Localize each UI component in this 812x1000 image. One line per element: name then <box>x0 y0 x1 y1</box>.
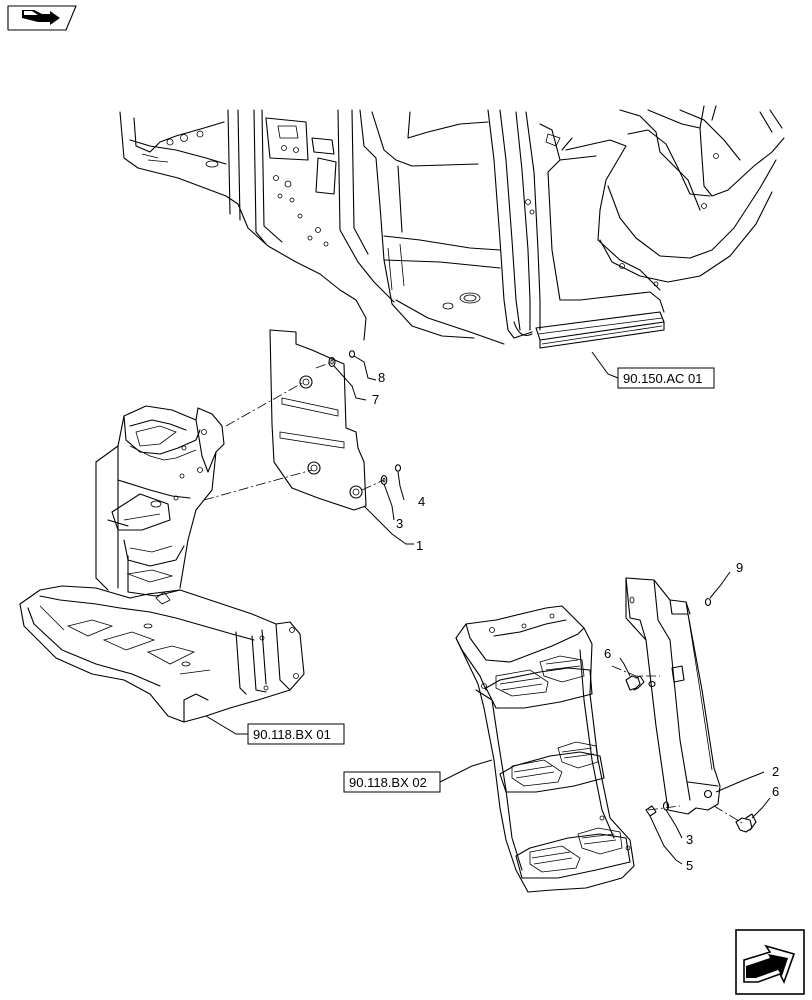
reference-link-cab[interactable]: 90.150.AC 01 <box>591 351 715 389</box>
part-2-side-bracket[interactable] <box>625 577 721 815</box>
part-3-washer-lower[interactable] <box>662 801 683 839</box>
callout-7: 7 <box>372 392 379 407</box>
reference-link-frame[interactable]: 90.118.BX 01 <box>205 715 345 745</box>
next-page-arrow-icon[interactable] <box>735 929 805 995</box>
callout-8: 8 <box>378 370 385 385</box>
callout-6-lower: 6 <box>772 784 779 799</box>
callout-9: 9 <box>736 560 743 575</box>
part-1-mounting-plate[interactable] <box>269 329 367 511</box>
part-9-bolt[interactable] <box>704 571 731 607</box>
reference-label-cab: 90.150.AC 01 <box>623 371 703 386</box>
callout-6-upper: 6 <box>604 646 611 661</box>
callout-2: 2 <box>772 764 779 779</box>
callout-3-lower: 3 <box>686 832 693 847</box>
callout-5: 5 <box>686 858 693 873</box>
reference-label-frame: 90.118.BX 01 <box>253 727 331 742</box>
part-6-wing-nut-upper[interactable] <box>619 657 656 691</box>
part-4-bolt[interactable] <box>394 464 402 472</box>
callout-3-upper: 3 <box>396 516 403 531</box>
reference-label-steps: 90.118.BX 02 <box>349 775 427 790</box>
callout-4: 4 <box>418 494 425 509</box>
part-8-bolt[interactable] <box>348 350 356 358</box>
step-frame-assembly <box>19 405 305 723</box>
cab-structure <box>119 105 785 349</box>
reference-link-steps[interactable]: 90.118.BX 02 <box>343 759 493 793</box>
part-6-wing-nut-lower[interactable] <box>735 797 771 833</box>
step-ladder-assembly <box>455 605 635 893</box>
part-5-bolt[interactable] <box>645 805 683 865</box>
part-7-washer[interactable] <box>328 356 336 368</box>
view-direction-icon[interactable] <box>7 5 77 31</box>
callout-1: 1 <box>416 538 423 553</box>
